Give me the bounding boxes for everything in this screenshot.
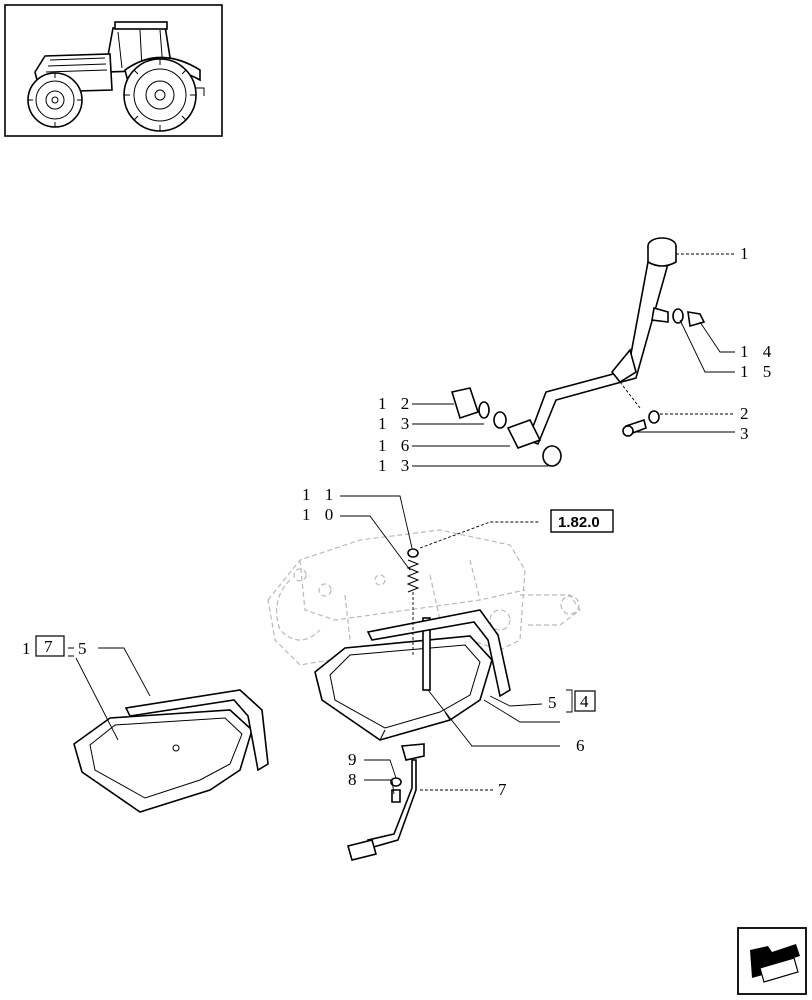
callout-16: 1 6 [378,436,414,455]
callout-8: 8 [348,770,362,789]
callout-14: 1 4 [740,342,776,361]
svg-text:1.82.0: 1.82.0 [558,514,600,531]
callout-15: 1 5 [740,362,776,381]
oil-sump-variant [73,689,269,813]
transmission-housing-ghost [267,529,581,666]
callout-10: 1 0 [302,505,338,524]
callout-9: 9 [348,750,362,769]
callout-3: 3 [740,424,754,443]
dipstick-tube [506,237,677,449]
callout-12: 1 2 [378,394,414,413]
tractor-icon [27,21,205,132]
boxed-references: 1.82.0 4 7 [35,509,614,712]
svg-text:4: 4 [580,692,594,711]
callout-5b: 5 [78,639,92,658]
leader-lines [68,253,735,795]
callout-6: 6 [576,736,590,755]
fasteners-upper [450,308,706,467]
callout-5: 5 [548,693,562,712]
next-page-arrow-icon[interactable] [737,927,807,995]
callout-13a: 1 3 [378,414,414,433]
callout-labels: 1 1 4 1 5 2 3 1 2 1 3 1 6 1 3 1 1 1 0 9 … [22,244,776,799]
callout-1b: 1 [22,639,36,658]
callout-1: 1 [740,244,754,263]
oil-sump [314,548,511,861]
section-ref-1-82-0[interactable]: 1.82.0 [550,509,614,533]
callout-7: 7 [498,780,512,799]
callout-11: 1 1 [302,485,338,504]
tractor-thumbnail [4,4,223,137]
callout-13b: 1 3 [378,456,414,475]
ref-box-7[interactable]: 7 [35,635,65,657]
svg-text:7: 7 [44,637,58,656]
ref-box-4[interactable]: 4 [574,690,596,712]
callout-2: 2 [740,404,754,423]
